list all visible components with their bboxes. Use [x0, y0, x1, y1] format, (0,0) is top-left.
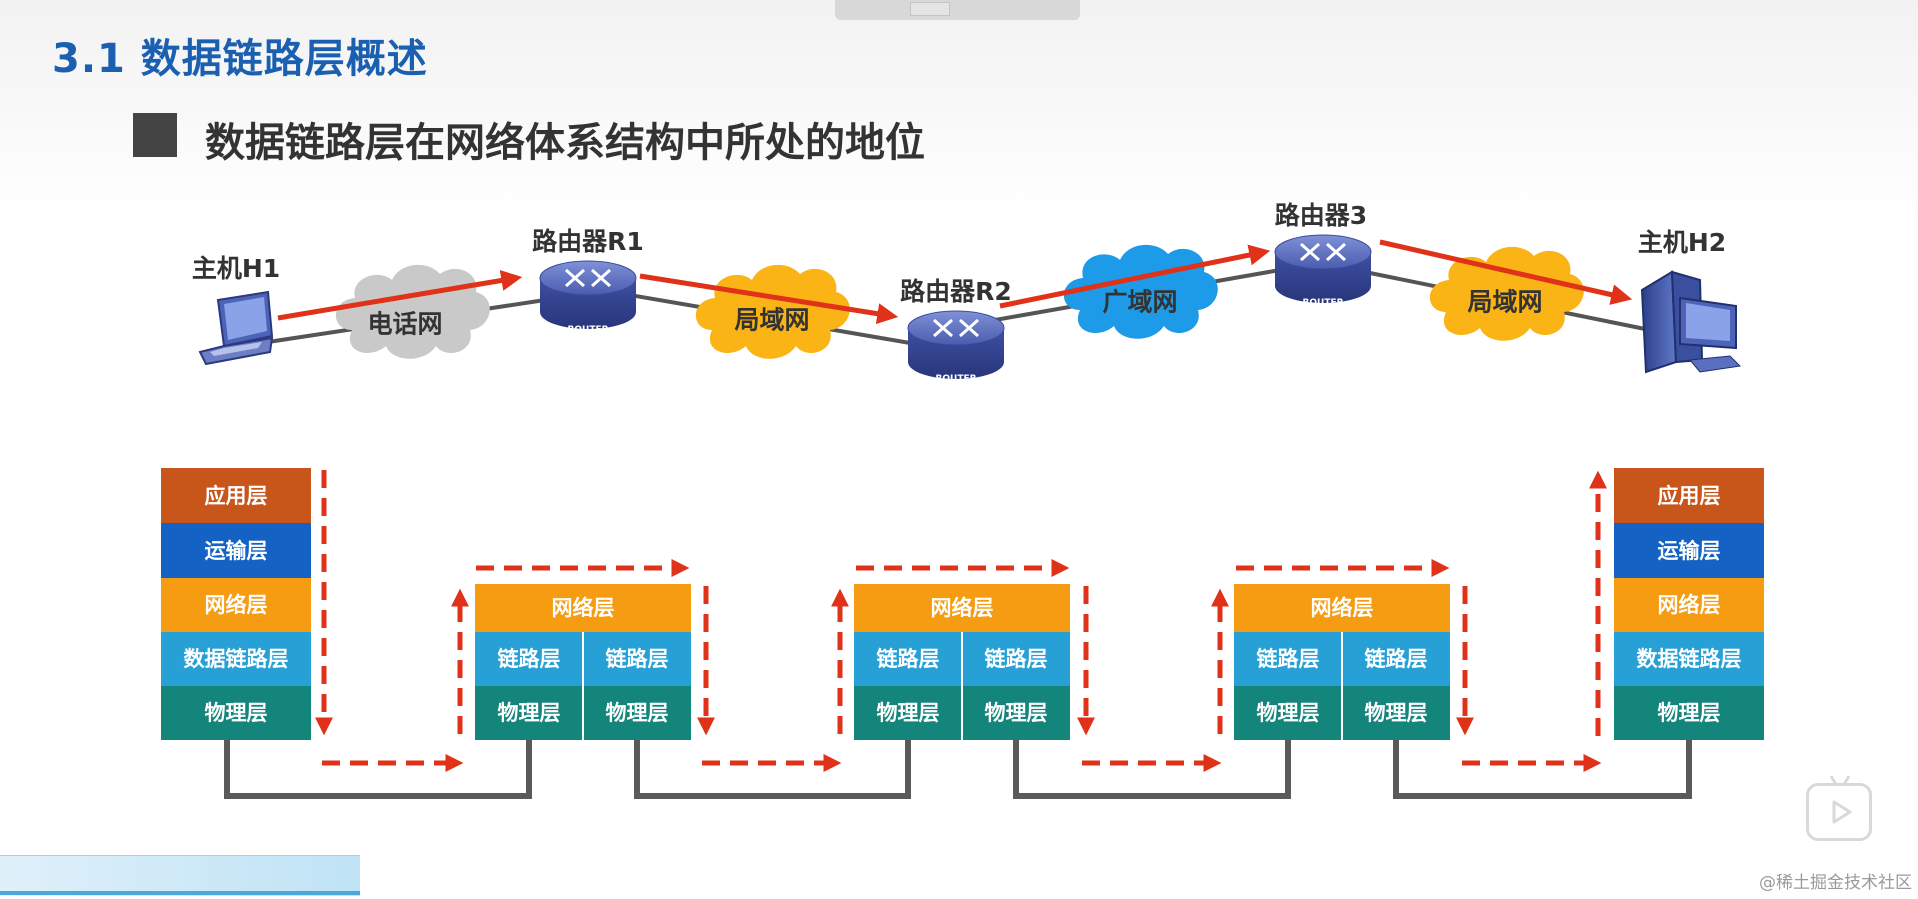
r3-physical-layer-left: 物理层 [1257, 701, 1320, 725]
h1-network-layer: 网络层 [205, 593, 268, 617]
r3-link-layer-right: 链路层 [1365, 647, 1428, 671]
cloud-lan-1-label: 局域网 [734, 306, 809, 335]
router-r1-badge: ROUTER [567, 325, 608, 335]
tv-antenna-icon [1829, 776, 1851, 786]
host-h2-label: 主机H2 [1638, 228, 1726, 257]
router-r2-badge: ROUTER [935, 374, 976, 384]
r1-link-layer-right: 链路层 [606, 647, 669, 671]
host-h2-stack: 应用层 运输层 网络层 数据链路层 物理层 [1614, 468, 1764, 740]
flow-arrows [315, 470, 1607, 772]
r3-physical-layer-right: 物理层 [1365, 701, 1428, 725]
cloud-phone-network: 电话网 [335, 264, 490, 359]
play-icon [1832, 800, 1852, 824]
host-h1-label: 主机H1 [192, 254, 280, 283]
r2-link-layer-right: 链路层 [985, 647, 1048, 671]
h1-transport-layer: 运输层 [205, 539, 268, 563]
slide-subtitle: 数据链路层在网络体系结构中所处的地位 [205, 120, 925, 166]
r1-physical-layer-left: 物理层 [498, 701, 561, 725]
physical-links [224, 740, 1692, 799]
r2-physical-layer-left: 物理层 [877, 701, 940, 725]
h2-datalink-layer: 数据链路层 [1637, 647, 1742, 671]
slide-title: 3.1 数据链路层概述 [52, 36, 428, 82]
h2-application-layer: 应用层 [1658, 484, 1721, 508]
bullet-square-icon [133, 113, 177, 157]
cloud-lan-1: 局域网 [695, 264, 850, 359]
router-3-badge: ROUTER [1302, 298, 1343, 308]
r3-link-layer-left: 链路层 [1257, 647, 1320, 671]
r2-physical-layer-right: 物理层 [985, 701, 1048, 725]
cloud-lan-2: 局域网 [1429, 246, 1584, 341]
router-r2-label: 路由器R2 [900, 277, 1012, 306]
watermark: @稀土掘金技术社区 [1759, 873, 1912, 893]
progress-line [0, 891, 360, 895]
router-r1-stack: 网络层 链路层 链路层 物理层 物理层 [475, 584, 691, 740]
h1-physical-layer: 物理层 [205, 701, 268, 725]
router-r1-label: 路由器R1 [532, 227, 644, 256]
h1-datalink-layer: 数据链路层 [184, 647, 289, 671]
laptop-h1-icon [198, 290, 274, 366]
desktop-h2-icon [1640, 270, 1742, 374]
toolbar-box [910, 2, 950, 16]
progress-strip [0, 855, 360, 896]
r1-network-layer: 网络层 [552, 596, 615, 620]
r2-link-layer-left: 链路层 [877, 647, 940, 671]
h2-transport-layer: 运输层 [1658, 539, 1721, 563]
host-h1-stack: 应用层 运输层 网络层 数据链路层 物理层 [161, 468, 311, 740]
h2-physical-layer: 物理层 [1658, 701, 1721, 725]
router-r2-stack: 网络层 链路层 链路层 物理层 物理层 [854, 584, 1070, 740]
video-player-button[interactable] [1806, 776, 1872, 841]
r2-network-layer: 网络层 [931, 596, 994, 620]
router-3-icon: ROUTER [1274, 234, 1372, 308]
h1-application-layer: 应用层 [205, 484, 268, 508]
cloud-phone-label: 电话网 [367, 310, 442, 339]
router-3-label: 路由器3 [1275, 201, 1367, 230]
cloud-wan: 广域网 [1063, 244, 1218, 339]
r1-link-layer-left: 链路层 [498, 647, 561, 671]
router-3-stack: 网络层 链路层 链路层 物理层 物理层 [1234, 584, 1450, 740]
cloud-wan-label: 广域网 [1102, 288, 1177, 317]
r1-physical-layer-right: 物理层 [606, 701, 669, 725]
h2-network-layer: 网络层 [1658, 593, 1721, 617]
top-toolbar-tab[interactable] [835, 0, 1080, 20]
data-path-arrows [277, 239, 1633, 325]
router-r2-icon: ROUTER [907, 310, 1005, 384]
cloud-lan-2-label: 局域网 [1467, 288, 1542, 317]
router-r1-icon: ROUTER [539, 260, 637, 335]
r3-network-layer: 网络层 [1311, 596, 1374, 620]
